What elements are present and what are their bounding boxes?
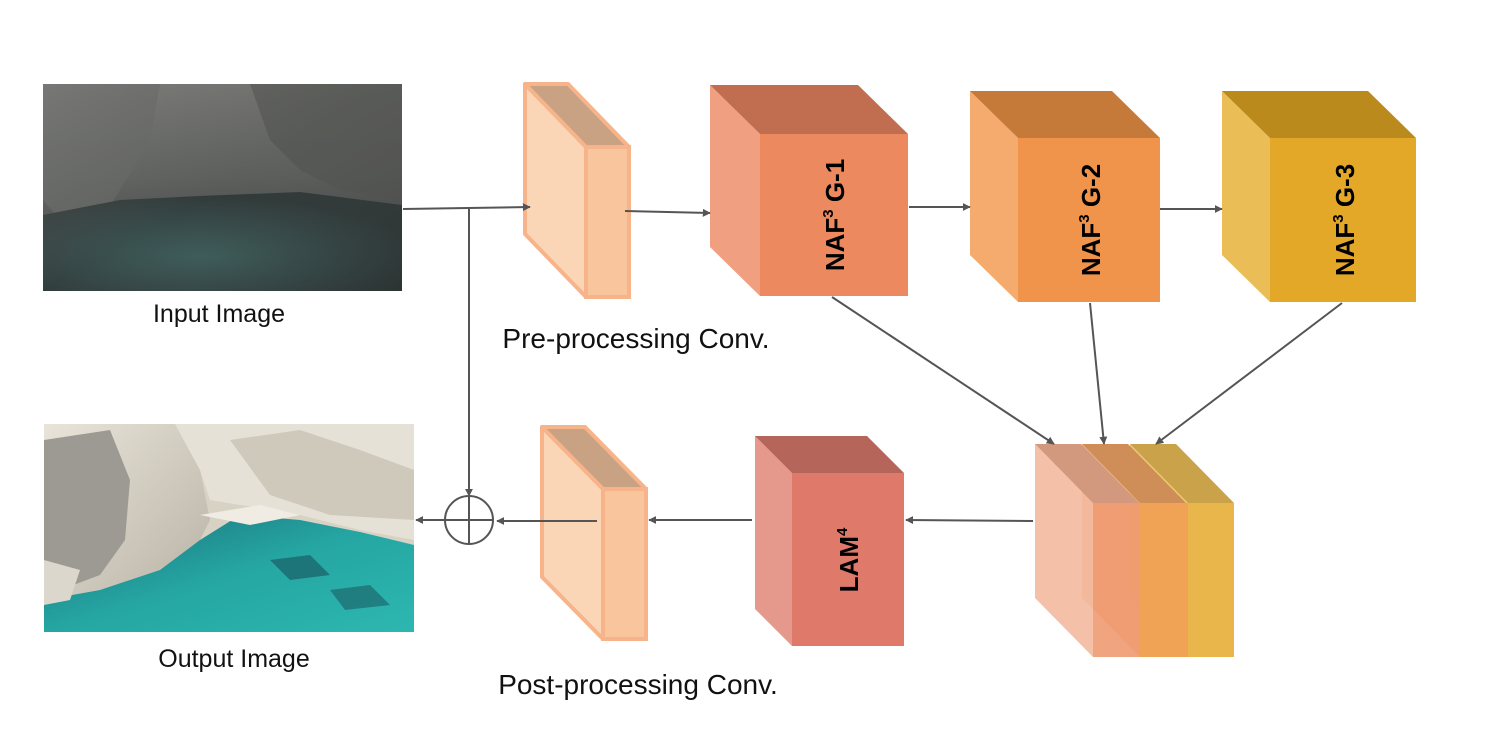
post-processing-conv-block <box>540 425 648 641</box>
naf-g1-block: NAF3 G-1 <box>710 85 908 296</box>
pre-processing-conv-caption: Pre-processing Conv. <box>502 323 769 354</box>
arrow-input-to-preconv <box>402 203 531 212</box>
naf-g3-block: NAF3 G-3 <box>1222 91 1416 302</box>
pre-processing-conv-block <box>523 82 631 299</box>
input-image-caption: Input Image <box>153 300 285 328</box>
arrows <box>402 203 1343 525</box>
arrow-naf1-to-stack <box>831 296 1055 445</box>
arrow-naf3-to-stack <box>1155 302 1343 445</box>
concat-feature-stack <box>1035 444 1234 657</box>
arrow-stack-to-lam <box>905 516 1034 525</box>
input-image <box>43 84 402 291</box>
lam-block: LAM4 <box>755 436 904 646</box>
arrow-naf2-to-stack <box>1089 302 1108 445</box>
lam-label: LAM4 <box>834 527 864 592</box>
naf-g1-label: NAF3 G-1 <box>820 159 850 271</box>
naf-g3-label: NAF3 G-3 <box>1330 164 1360 276</box>
naf-g2-label: NAF3 G-2 <box>1076 164 1106 276</box>
naf-g2-block: NAF3 G-2 <box>970 91 1160 302</box>
output-image <box>44 424 414 632</box>
arrow-preconv-to-naf1 <box>624 208 711 217</box>
output-image-caption: Output Image <box>158 645 309 673</box>
post-processing-conv-caption: Post-processing Conv. <box>498 669 778 700</box>
sum-node <box>444 495 494 545</box>
